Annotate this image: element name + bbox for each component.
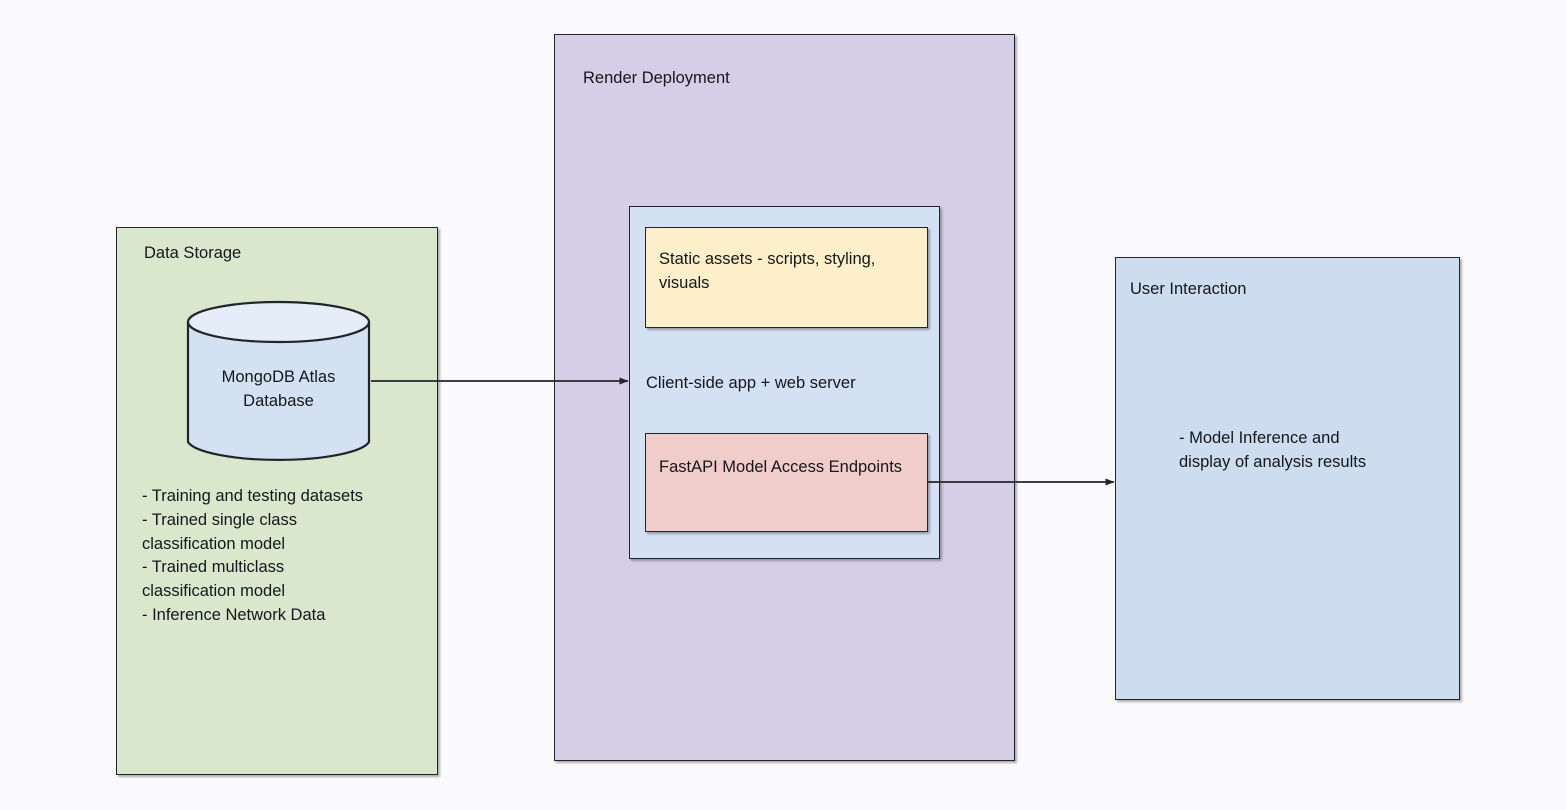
static-assets-box[interactable] [645,227,928,328]
user-interaction-contents: - Model Inference and display of analysi… [1179,429,1367,471]
fastapi-endpoints-label: FastAPI Model Access Endpoints [659,458,903,476]
user-interaction-title: User Interaction [1130,280,1247,298]
mongodb-atlas-database-label: MongoDB Atlas Database [221,368,336,410]
mongodb-atlas-database-cylinder[interactable] [186,300,371,464]
static-assets-label: Static assets - scripts, styling, visual… [659,250,876,292]
client-side-app-label: Client-side app + web server [646,374,856,392]
data-storage-title: Data Storage [144,244,242,262]
render-deployment-title: Render Deployment [583,69,730,87]
data-storage-contents-list: - Training and testing datasets - Traine… [142,487,364,624]
user-interaction-container[interactable] [1115,257,1460,700]
fastapi-endpoints-box[interactable] [645,433,928,532]
cylinder-icon [186,300,371,461]
